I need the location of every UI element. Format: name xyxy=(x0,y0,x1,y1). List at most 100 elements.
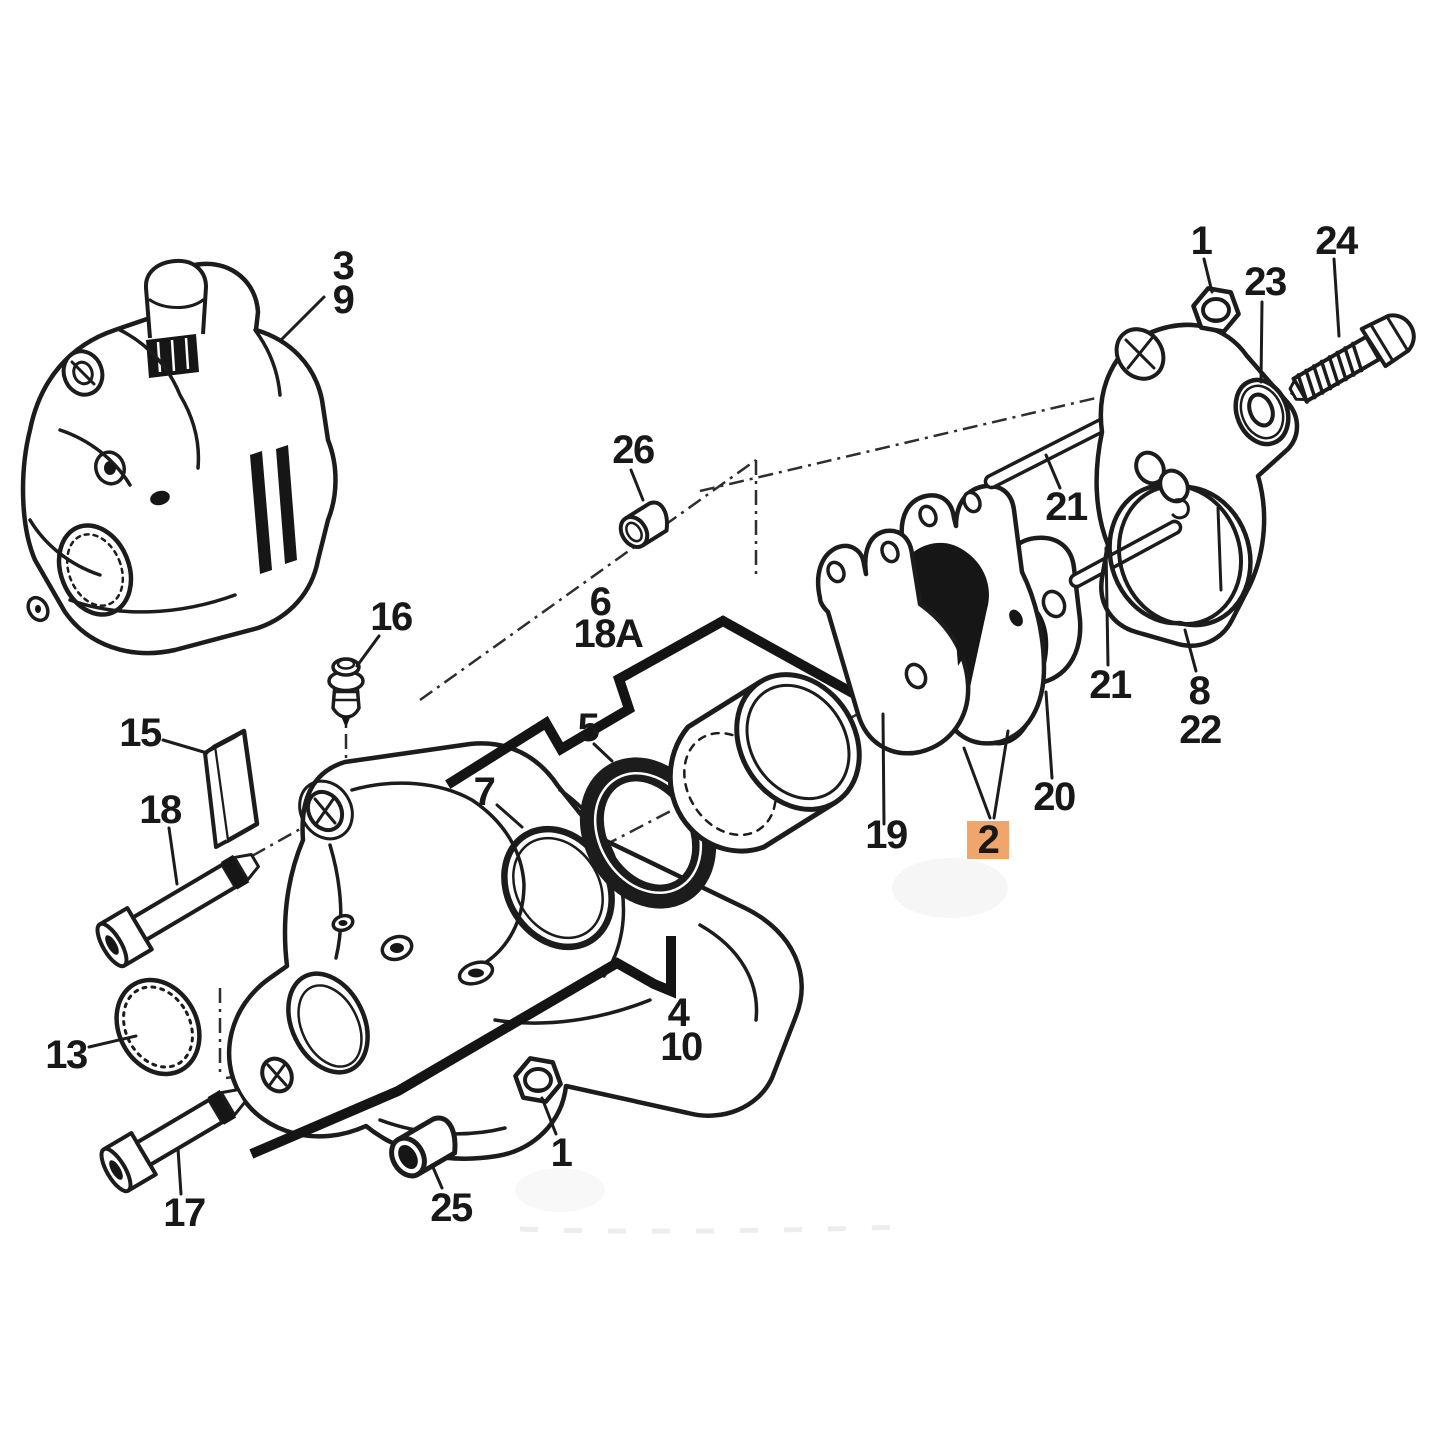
leader-line-9 xyxy=(280,295,326,341)
piston-drawing xyxy=(667,672,862,854)
leader-line-25 xyxy=(430,1163,444,1190)
flat-washer-23-drawing xyxy=(1233,377,1291,447)
part-callout-1t[interactable]: 1 xyxy=(1191,219,1215,263)
part-callout-25[interactable]: 25 xyxy=(430,1186,474,1230)
part-number-label: 21 xyxy=(1045,485,1088,529)
leader-line-23 xyxy=(1259,300,1264,384)
leader-line-26 xyxy=(629,468,645,502)
leader-line-20 xyxy=(1044,690,1054,780)
part-callout-1b[interactable]: 1 xyxy=(551,1131,575,1175)
part-number-label: 20 xyxy=(1033,775,1075,819)
inner-plate-19 xyxy=(815,528,971,756)
part-number-label: 4 xyxy=(668,991,691,1035)
part-number-label: 26 xyxy=(612,428,654,472)
kit-boundary-top xyxy=(445,615,865,789)
part-callout-18[interactable]: 18 xyxy=(139,788,183,832)
brake-pads-group xyxy=(815,483,1083,756)
part-number-label: 15 xyxy=(119,711,162,755)
locknut-top-drawing xyxy=(1191,286,1241,334)
leader-line-8 xyxy=(1183,628,1198,673)
part-callout-21b[interactable]: 21 xyxy=(1089,663,1133,707)
bushing-26-drawing xyxy=(618,500,669,549)
part-number-label: 1 xyxy=(1191,219,1213,263)
part-number-label: 25 xyxy=(430,1186,473,1230)
leader-line-1t xyxy=(1202,257,1214,294)
part-callout-3[interactable]: 3 xyxy=(333,244,356,288)
alignment-line xyxy=(419,458,757,702)
mounting-bolt-17-drawing xyxy=(99,1088,247,1194)
part-number-label: 7 xyxy=(474,770,495,814)
part-callout-2[interactable]: 2 xyxy=(967,818,1009,862)
part-callout-6[interactable]: 6 xyxy=(590,580,613,624)
part-callout-23[interactable]: 23 xyxy=(1244,260,1287,304)
part-number-label: 18A xyxy=(574,612,643,656)
part-number-label: 19 xyxy=(865,813,907,857)
part-callout-10[interactable]: 10 xyxy=(660,1025,703,1069)
part-number-label: 10 xyxy=(660,1025,702,1069)
leader-line-24 xyxy=(1332,257,1341,338)
part-number-label: 23 xyxy=(1244,260,1286,304)
leader-line-21a xyxy=(1044,453,1062,490)
part-callout-4[interactable]: 4 xyxy=(668,991,693,1035)
part-callout-20[interactable]: 20 xyxy=(1033,775,1076,819)
part-callout-19[interactable]: 19 xyxy=(865,813,908,857)
part-number-label: 13 xyxy=(45,1033,87,1077)
leader-line-16 xyxy=(355,634,381,668)
locknut-bottom-drawing xyxy=(513,1056,563,1104)
part-callout-5[interactable]: 5 xyxy=(578,706,602,750)
caliper-housing-drawing xyxy=(226,741,804,1161)
part-callout-24[interactable]: 24 xyxy=(1315,219,1360,263)
caliper-assembly-drawing xyxy=(20,258,338,656)
part-number-label: 24 xyxy=(1315,219,1359,263)
part-callout-9[interactable]: 9 xyxy=(333,278,356,322)
leader-line-5 xyxy=(592,742,614,763)
part-number-label: 8 xyxy=(1189,669,1211,713)
leader-line-19 xyxy=(881,712,886,826)
scan-artifact xyxy=(515,858,1008,1234)
part-number-label: 2 xyxy=(978,818,999,862)
part-number-label: 16 xyxy=(370,595,412,639)
cap-plug-13-drawing xyxy=(114,977,202,1077)
part-callout-7[interactable]: 7 xyxy=(474,770,497,814)
part-callout-15[interactable]: 15 xyxy=(119,711,163,755)
leader-line-2 xyxy=(962,746,992,820)
leader-line-7 xyxy=(495,803,524,829)
pad-wear-mark xyxy=(956,640,968,666)
bushing-25-drawing xyxy=(389,1115,458,1179)
leader-lines-layer xyxy=(87,257,1341,1196)
kit-boundary-bottom xyxy=(249,936,676,1159)
leader-line-21b xyxy=(1104,546,1110,667)
part-number-label: 3 xyxy=(333,244,354,288)
alignment-line xyxy=(699,396,1097,493)
hex-bolt-24-drawing xyxy=(1288,313,1416,404)
highlight-box xyxy=(967,821,1009,859)
part-number-label: 6 xyxy=(590,580,611,624)
part-callout-17[interactable]: 17 xyxy=(163,1191,206,1235)
part-callout-16[interactable]: 16 xyxy=(370,595,413,639)
part-callout-8[interactable]: 8 xyxy=(1189,669,1213,713)
part-number-label: 9 xyxy=(333,278,354,322)
leader-line-15 xyxy=(161,738,209,755)
part-callout-21a[interactable]: 21 xyxy=(1045,485,1089,529)
anchor-plate-drawing xyxy=(1094,322,1300,648)
retaining-pin-21b xyxy=(1068,519,1183,589)
leader-line-1b xyxy=(540,1096,558,1136)
part-callout-22[interactable]: 22 xyxy=(1179,708,1222,752)
part-number-label: 22 xyxy=(1179,708,1221,752)
part-callout-26[interactable]: 26 xyxy=(612,428,655,472)
shim-15-drawing xyxy=(203,728,260,849)
part-number-label: 18 xyxy=(139,788,182,832)
part-callout-18A[interactable]: 18A xyxy=(574,612,645,656)
leader-line-18 xyxy=(167,826,179,886)
part-number-label: 1 xyxy=(551,1131,573,1175)
mounting-bolt-18-drawing xyxy=(95,852,260,969)
kit-boundary-outline xyxy=(249,615,865,1159)
leader-line-17 xyxy=(176,1147,183,1196)
part-number-label: 5 xyxy=(578,706,600,750)
leader-line-2 xyxy=(992,729,1010,820)
part-callout-13[interactable]: 13 xyxy=(45,1033,88,1077)
leader-line-13 xyxy=(87,1034,138,1049)
part-number-label: 21 xyxy=(1089,663,1132,707)
